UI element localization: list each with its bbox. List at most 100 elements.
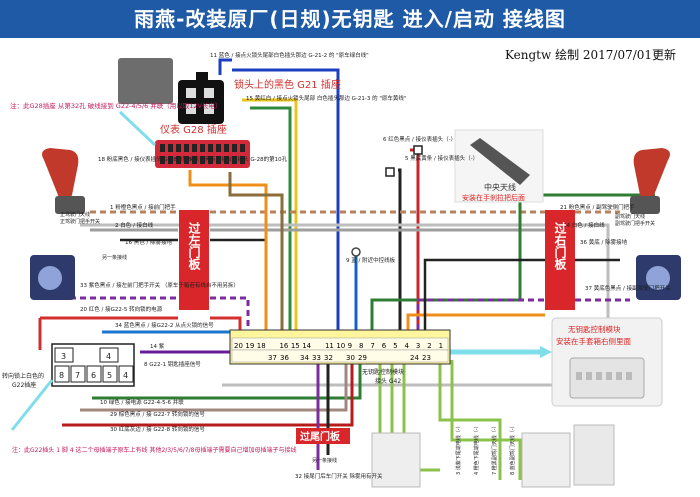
wire-lightgreen-e	[450, 360, 522, 480]
g42-bottom-pin: 34	[300, 354, 309, 362]
wire-orange-19	[228, 172, 284, 338]
bottom-label-4: 8 蓝色副驾门天线（-）	[509, 423, 516, 475]
right-door-label: 过右门板	[553, 221, 567, 271]
wire-label-33: 33 紫色黑点 / 接左前门把手开关 （原车于箱若有线自不用另拆）	[80, 281, 239, 289]
bottom-label-3: 7 橙黑副驾门天线（-）	[491, 423, 498, 475]
wire-label-10: 10 绿色 / 接电源 G22-4-5-6 并联	[100, 398, 184, 406]
wire-label-18: 18 粉底黑色 / 接仪表插头 G-28的第8孔	[98, 155, 197, 163]
handle-left-antenna: 正驾驶门天线	[60, 211, 90, 218]
g42-top-pin: 19	[245, 342, 254, 350]
g28-note-arrow	[118, 110, 157, 147]
wire-label-1: 1 粉橙色黑点 / 接前门把手	[110, 203, 176, 211]
right-door-handle	[630, 148, 670, 214]
g22-top-pin-3: 3	[61, 352, 66, 361]
wire-label-11: 11 蓝色 / 接点火锁头尾部白色插头那边 G-21-2 的 "原车绿白线"	[210, 51, 369, 59]
ground-tab-1	[385, 167, 395, 177]
module-arrow-head	[540, 346, 552, 358]
handle-right-switch: 副驾驶门把手开关	[615, 220, 655, 227]
wire-lightgreen-d	[438, 360, 502, 480]
grommet-9	[351, 247, 361, 257]
wire-label-29: 29 棕色黑点 / 接 G22-7 转向锁的信号	[110, 410, 205, 418]
g42-bottom-pin: 37	[268, 354, 277, 362]
wire-green-10	[92, 360, 362, 400]
wire-label-20: 20 红色 / 接G22-5 转向锁的电源	[80, 305, 163, 313]
wire-label-16: 16 黑色 / 除雾接地	[125, 238, 173, 246]
g42-top-pin: 1	[439, 342, 443, 350]
g42-top-pin: 8	[359, 342, 363, 350]
wire-label-2: 2 白色 / 接白线	[115, 221, 154, 229]
wire-label-9: 9 蓝 / 附近中控线板	[346, 256, 396, 264]
bottom-label-2: 4 橙色下尾端电线（-）	[473, 423, 480, 475]
g42-top-pin: 4	[405, 342, 410, 350]
module-pins	[576, 372, 632, 380]
g42-top-pin: 16	[279, 342, 288, 350]
handle-right-antenna: 副驾驶门天线	[615, 213, 645, 220]
bottom-photo-3	[573, 424, 615, 486]
wire-orange-18	[188, 170, 268, 338]
right-switch-dot	[646, 266, 670, 290]
g42-top-pin: 14	[302, 342, 311, 350]
wire-label-32: 32 接尾门后车门开关 除雾用有开关	[295, 472, 383, 480]
lock-photo	[118, 58, 173, 104]
wire-black-36	[423, 258, 620, 360]
g22-title: 转向锁上白色的	[2, 372, 44, 380]
ground-tab-2	[413, 145, 423, 155]
g42-top-pin: 15	[291, 342, 300, 350]
antenna-title: 中央天线	[484, 182, 516, 192]
g22-label: G22插座	[12, 381, 36, 389]
wire-brown-29	[80, 360, 348, 412]
bottom-photo-1	[371, 432, 421, 488]
module-title: 无钥匙控制模块	[568, 324, 621, 334]
left-door-box	[179, 210, 209, 310]
left-door-label: 过左门板	[187, 221, 201, 271]
wire-label-5: 5 黑底黄条 / 接仪表插头（-）	[405, 154, 478, 162]
handle-left-switch: 正驾驶门把手开关	[60, 218, 100, 225]
lock-head-connector	[178, 72, 224, 124]
author-credit: Kengtw 绘制 2017/07/01更新	[505, 48, 677, 62]
wire-label-36: 36 黄底 / 除雾接地	[580, 238, 628, 246]
bottom-photo-2	[521, 432, 571, 488]
wire-black-5	[398, 168, 402, 338]
g42-top-pin: 7	[370, 342, 374, 350]
wire-purple-33	[70, 296, 250, 338]
wire-blue-11	[232, 68, 340, 338]
wire-grey-loop	[80, 223, 610, 387]
module-sub: 安装在手套箱右侧里面	[556, 336, 631, 346]
antenna-shape	[470, 138, 530, 185]
g42-top-pin: 3	[416, 342, 420, 350]
tail-another: 另一条接线	[312, 457, 337, 464]
g22-bot-pin-8: 8	[59, 371, 64, 380]
g42-top-pin: 6	[382, 342, 387, 350]
g42-bottom-pin: 23	[422, 354, 431, 362]
page-title: 雨燕-改装原厂(日规)无钥匙 进入/启动 接线图	[0, 0, 700, 38]
g42-bottom-pin: 29	[358, 354, 367, 362]
g42-bottom-pin: 30	[346, 354, 355, 362]
wire-label-15: 15 黄红白 / 接点火锁头尾部 白色插头那边 G-21-3 的 "原车黄线"	[246, 94, 406, 102]
g22-note-arrow	[10, 379, 54, 431]
right-door-box	[545, 210, 575, 310]
lock-head-label: 锁头上的黑色 G21 插座	[234, 78, 341, 91]
g42-connector	[229, 329, 451, 365]
wire-label-37: 37 黄底色黑点 / 接副驾驶门把开关	[585, 284, 671, 292]
dash-connector	[155, 140, 250, 168]
wire-label-34: 34 蓝色黑点 / 接G22-2 从点火锁的信号	[115, 321, 214, 329]
g42-top-pin: 5	[393, 342, 397, 350]
wire-label-24: 24 白色 / 接白线	[563, 221, 605, 229]
g22-note: 注：此G22插头 1 脚 4 这二个母插端子原车上有线 其他2/3/5/6/7/…	[12, 446, 296, 454]
wire-darkred-30	[62, 360, 354, 427]
g22-bot-pin-7: 7	[75, 371, 80, 380]
g22-pin-numbers: 3 4 8 7 6 5 4	[59, 352, 128, 380]
g22-bot-pin-5: 5	[107, 371, 112, 380]
g42-top-pin: 2	[427, 342, 431, 350]
wire-label-6: 6 红色黑点 / 接仪表插头（-）	[383, 135, 456, 143]
g22-bot-pin-4: 4	[123, 371, 128, 380]
antenna-sub: 安装在手刹拉把后面	[462, 193, 525, 202]
wire-label-30: 30 红底灰边 / 接 G22-8 转向锁的信号	[110, 425, 205, 433]
g42-title: 无钥匙控制模块	[362, 368, 404, 376]
left-another: 另一条接线	[102, 254, 127, 261]
g42-top-pin: 11	[325, 342, 334, 350]
